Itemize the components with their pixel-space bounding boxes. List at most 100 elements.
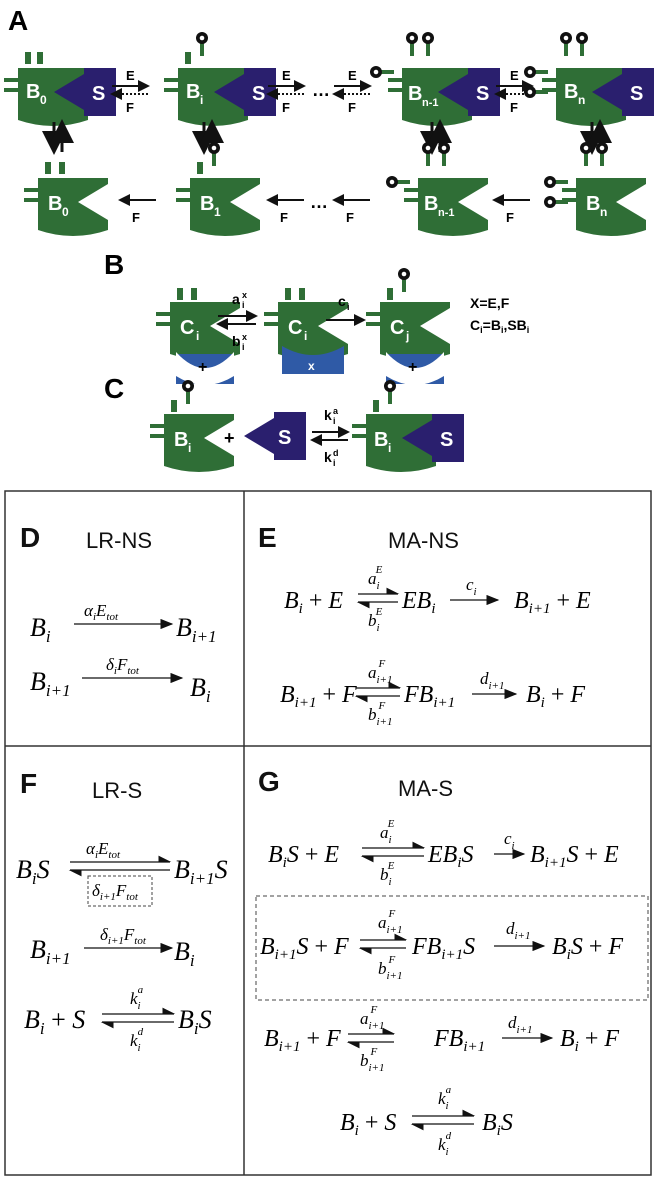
svg-text:Bi + S: Bi + S xyxy=(24,1005,85,1038)
svg-text:δi+1Ftot: δi+1Ftot xyxy=(92,881,139,903)
svg-text:di+1: di+1 xyxy=(506,919,530,942)
unit-b1-free: B 1 xyxy=(176,142,260,236)
c-bound-complex: B i S xyxy=(352,380,464,472)
svg-text:x: x xyxy=(409,375,416,389)
svg-text:i: i xyxy=(242,342,245,352)
svg-text:k: k xyxy=(324,449,332,465)
panel-e-eq2: Bi+1 + F ai+1F bi+1F FBi+1 di+1 Bi + F xyxy=(280,658,585,728)
svg-text:Bi+1: Bi+1 xyxy=(176,613,217,646)
panel-title-e: MA-NS xyxy=(388,528,459,553)
svg-text:δi+1Ftot: δi+1Ftot xyxy=(100,925,147,947)
panel-g-eq1: BiS + E aiE biE EBiS ci Bi+1S + E xyxy=(268,818,619,888)
svg-text:B: B xyxy=(200,193,214,215)
svg-text:d: d xyxy=(333,448,339,458)
schematic-diagram: A B 0 S E F B i S E F … E F xyxy=(4,5,654,472)
panel-f-eq3: Bi + S kia kid BiS xyxy=(24,984,212,1054)
svg-text:Bi+1S: Bi+1S xyxy=(174,855,228,888)
svg-text:i: i xyxy=(200,93,203,107)
svg-text:aiE: aiE xyxy=(380,818,395,846)
equations-grid: Bi αiEtot Bi+1 Bi+1 δiFtot Bi Bi + E aiE… xyxy=(4,490,652,1176)
svg-text:i: i xyxy=(347,302,350,312)
svg-text:bi+1F: bi+1F xyxy=(368,700,392,728)
rate-a-b-arrows: a i x b i x xyxy=(216,290,258,352)
panel-title-g: MA-S xyxy=(398,776,453,801)
panel-g-highlight-box xyxy=(255,895,649,1001)
svg-text:Bi+1: Bi+1 xyxy=(30,935,71,968)
svg-text:a: a xyxy=(333,406,339,416)
unit-bn-1-free: B n-1 xyxy=(386,142,488,236)
svg-text:i: i xyxy=(188,441,191,455)
svg-text:n: n xyxy=(600,205,607,219)
panel-g-eq4: Bi + S kia kid BiS xyxy=(340,1084,513,1158)
svg-text:B: B xyxy=(186,81,200,103)
svg-text:Bi + E: Bi + E xyxy=(284,588,343,617)
svg-text:C: C xyxy=(288,317,302,339)
svg-text:x: x xyxy=(242,332,247,342)
svg-text:BiS: BiS xyxy=(178,1005,212,1038)
svg-text:EBiS: EBiS xyxy=(427,842,474,871)
svg-text:+: + xyxy=(198,359,207,376)
svg-text:x: x xyxy=(242,290,247,300)
c-substrate: S xyxy=(244,412,306,460)
svg-text:B: B xyxy=(174,429,188,451)
grid-border xyxy=(4,490,652,1176)
svg-text:x: x xyxy=(308,359,315,373)
svg-text:ci: ci xyxy=(466,575,477,598)
svg-text:Bi+1S + F: Bi+1S + F xyxy=(260,934,349,963)
svg-text:kia: kia xyxy=(438,1084,452,1112)
svg-text:n: n xyxy=(578,93,585,107)
arrow-f-2: F xyxy=(266,194,304,225)
svg-text:FBi+1S: FBi+1S xyxy=(411,934,475,963)
svg-text:i: i xyxy=(242,300,245,310)
svg-text:δiFtot: δiFtot xyxy=(106,655,140,677)
svg-text:0: 0 xyxy=(62,205,69,219)
svg-text:i: i xyxy=(333,416,336,426)
svg-text:i: i xyxy=(304,329,307,343)
panel-label-f: F xyxy=(20,768,38,799)
svg-text:FBi+1: FBi+1 xyxy=(433,1026,485,1055)
svg-text:Bi: Bi xyxy=(190,673,211,706)
svg-text:n-1: n-1 xyxy=(422,97,439,109)
svg-text:S: S xyxy=(440,429,453,451)
svg-text:Bi+1S + E: Bi+1S + E xyxy=(530,842,619,871)
unit-bn-s: B n S xyxy=(524,32,654,126)
subscript-b0: 0 xyxy=(40,93,47,107)
panel-label-b: B xyxy=(104,249,124,280)
svg-text:EBi: EBi xyxy=(401,588,436,617)
svg-text:ai+1F: ai+1F xyxy=(360,1004,384,1032)
svg-text:C: C xyxy=(180,317,194,339)
svg-text:1: 1 xyxy=(214,205,221,219)
svg-text:S: S xyxy=(630,83,643,105)
unit-bi-s: B i S xyxy=(164,32,276,126)
panel-label-g: G xyxy=(258,766,280,797)
svg-text:BiS + F: BiS + F xyxy=(552,934,623,963)
svg-text:ai+1F: ai+1F xyxy=(368,658,392,686)
svg-text:Bi+1 + E: Bi+1 + E xyxy=(514,588,591,617)
c-binding-arrows: k i a k i d xyxy=(310,406,350,468)
svg-text:aiE: aiE xyxy=(368,564,383,592)
svg-text:Bi + S: Bi + S xyxy=(340,1110,396,1139)
svg-text:E: E xyxy=(348,68,357,83)
svg-text:FBi+1: FBi+1 xyxy=(403,682,455,711)
svg-text:di+1: di+1 xyxy=(508,1013,532,1036)
svg-text:F: F xyxy=(282,100,290,115)
panel-title-f: LR-S xyxy=(92,778,143,803)
svg-text:Bi: Bi xyxy=(174,937,195,970)
svg-text:di+1: di+1 xyxy=(480,669,504,692)
svg-text:+: + xyxy=(408,359,417,376)
c-plus: + xyxy=(224,428,235,448)
svg-text:F: F xyxy=(280,210,288,225)
svg-text:αiEtot: αiEtot xyxy=(86,839,121,861)
svg-text:E: E xyxy=(510,68,519,83)
svg-text:b: b xyxy=(232,333,241,349)
svg-text:F: F xyxy=(126,100,134,115)
vertical-eq-arrow-1 xyxy=(42,119,74,155)
arrows-ef-2: E F xyxy=(266,68,306,115)
svg-text:C: C xyxy=(390,317,404,339)
svg-text:BiS: BiS xyxy=(482,1110,513,1139)
svg-text:B: B xyxy=(408,83,422,105)
svg-text:F: F xyxy=(346,210,354,225)
unit-b0-s: B 0 S xyxy=(4,52,116,126)
svg-text:ci: ci xyxy=(504,829,515,852)
arrow-f-4: F xyxy=(492,194,530,225)
